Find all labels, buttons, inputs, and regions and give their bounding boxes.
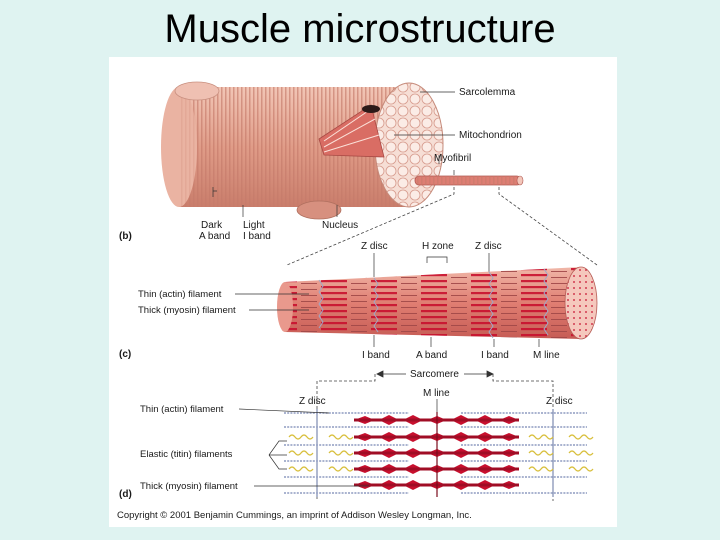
label-i-band: I band — [243, 231, 271, 242]
fiber-cross-section — [374, 82, 444, 208]
label-m-line-c: M line — [533, 350, 560, 361]
myofibril-cross-section — [564, 266, 598, 340]
label-sarcomere: Sarcomere — [410, 369, 459, 380]
label-elastic-filaments: Elastic (titin) filaments — [140, 449, 233, 460]
label-h-zone: H zone — [422, 241, 454, 252]
label-z-disc-c1: Z disc — [361, 241, 388, 252]
muscle-diagram: Sarcolemma Mitochondrion Myofibril Nucle… — [117, 81, 598, 521]
panel-d-tag: (d) — [119, 489, 132, 500]
label-mitochondrion: Mitochondrion — [459, 130, 522, 141]
label-i-band-c2: I band — [481, 350, 509, 361]
sarcomere-arrow — [376, 370, 494, 378]
label-thick-filament-c: Thick (myosin) filament — [138, 305, 236, 316]
label-z-disc-d-right: Z disc — [546, 396, 573, 407]
label-thick-filament-d: Thick (myosin) filament — [140, 481, 238, 492]
copyright-notice: Copyright © 2001 Benjamin Cummings, an i… — [117, 510, 472, 521]
panel-d: M line Z disc Z disc — [119, 388, 594, 500]
cutaway-myofibrils — [318, 104, 385, 158]
label-z-disc-d-left: Z disc — [299, 396, 326, 407]
label-m-line-d: M line — [423, 388, 450, 399]
label-a-band-c: A band — [416, 350, 447, 361]
titin-filaments — [288, 434, 594, 472]
z-disc-lines — [318, 268, 549, 339]
panel-b: Sarcolemma Mitochondrion Myofibril Nucle… — [119, 81, 524, 242]
label-a-band: A band — [199, 231, 230, 242]
myofibril-left-end — [277, 282, 293, 332]
panel-c-tag: (c) — [119, 349, 131, 360]
label-thin-filament-d: Thin (actin) filament — [140, 404, 224, 415]
label-sarcolemma: Sarcolemma — [459, 87, 516, 98]
zoom-lines-b-c — [286, 187, 598, 266]
muscle-figure: Sarcolemma Mitochondrion Myofibril Nucle… — [109, 57, 617, 527]
label-dark: Dark — [201, 220, 223, 231]
label-z-disc-c2: Z disc — [475, 241, 502, 252]
mitochondrion-shape — [362, 105, 380, 113]
slide-title: Muscle microstructure — [164, 7, 556, 51]
label-i-band-c1: I band — [362, 350, 390, 361]
panel-c: Z disc H zone Z disc Thin (actin) fil — [119, 241, 598, 380]
surface-nucleus — [174, 81, 220, 101]
actin-filaments — [284, 412, 587, 494]
label-nucleus: Nucleus — [322, 220, 358, 231]
label-myofibril: Myofibril — [434, 153, 471, 164]
panel-b-tag: (b) — [119, 231, 132, 242]
surface-nucleus — [296, 200, 342, 220]
label-light: Light — [243, 220, 265, 231]
label-thin-filament-c: Thin (actin) filament — [138, 289, 222, 300]
